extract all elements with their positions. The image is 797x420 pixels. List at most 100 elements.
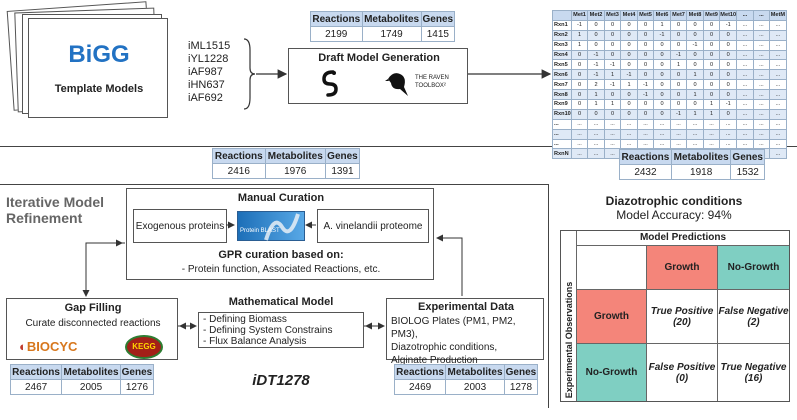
math-item: - Defining System Constrains: [203, 325, 333, 336]
true-positive-cell: True Positive (20): [647, 290, 718, 344]
exogenous-proteins-label: Exogenous proteins: [135, 220, 225, 232]
stoich-coefficient: ...: [769, 39, 787, 51]
reaction-label: Rxn7: [552, 79, 572, 91]
stoich-coefficient: 0: [636, 39, 655, 51]
raven-logo-icon: [385, 73, 408, 96]
math-model-title: Mathematical Model: [228, 296, 334, 308]
stoich-coefficient: 0: [719, 69, 738, 81]
stoich-coefficient: ...: [752, 118, 771, 130]
stoich-coefficient: 0: [653, 49, 671, 61]
stoich-coefficient: 0: [603, 19, 622, 31]
stoich-coefficient: -1: [653, 29, 671, 41]
genes-value: 1532: [730, 164, 765, 180]
stoich-coefficient: ...: [736, 79, 754, 91]
stoich-coefficient: 1: [686, 108, 704, 120]
stoich-coefficient: ...: [769, 79, 787, 91]
stoich-coefficient: 0: [702, 69, 721, 81]
stoich-coefficient: -1: [686, 39, 704, 51]
stoich-coefficient: 0: [686, 49, 704, 61]
col-header: Reactions: [9, 364, 63, 380]
stoich-coefficient: 0: [636, 49, 655, 61]
stoich-coefficient: 0: [653, 39, 671, 51]
stoich-coefficient: ...: [736, 39, 754, 51]
bigg-template-card: BiGG Template Models: [28, 18, 168, 118]
stoich-coefficient: ...: [719, 138, 738, 150]
false-negative-count: (2): [747, 316, 760, 328]
metabolite-header: ...: [736, 10, 754, 21]
stoich-coefficient: 0: [702, 19, 721, 31]
stoich-coefficient: 0: [587, 39, 605, 51]
stoich-coefficient: ...: [587, 148, 605, 160]
metabolite-header: Met7: [669, 10, 688, 21]
final-model-name: iDT1278: [252, 372, 310, 389]
protein-helix-icon: [264, 213, 300, 241]
matrix-stats-table: Reactions Metabolites Genes 2432 1918 15…: [619, 149, 765, 180]
reaction-label: RxnN: [552, 148, 572, 160]
gpr-curation-detail: - Protein function, Associated Reactions…: [181, 264, 381, 275]
metabolites-value: 1976: [264, 163, 326, 179]
stoich-coefficient: ...: [620, 138, 638, 150]
metabolite-header: Met10: [719, 10, 738, 21]
stoich-coefficient: 0: [702, 29, 721, 41]
stoich-coefficient: ...: [653, 118, 671, 130]
stoich-coefficient: 0: [603, 108, 622, 120]
protein-blast-image: Protein BLAST: [237, 211, 305, 241]
stoich-coefficient: 0: [686, 29, 704, 41]
col-header: Genes: [119, 364, 155, 380]
stoich-coefficient: 0: [702, 89, 721, 101]
top-flow-arrows: [256, 69, 552, 79]
stoich-coefficient: ...: [587, 118, 605, 130]
reaction-label: Rxn4: [552, 49, 572, 61]
stoich-coefficient: 0: [636, 19, 655, 31]
col-header: Reactions: [619, 149, 672, 165]
gap-filling-title: Gap Filling: [64, 302, 122, 314]
stoich-coefficient: 0: [669, 69, 688, 81]
stoich-coefficient: 0: [719, 89, 738, 101]
col-header: Metabolites: [670, 149, 732, 165]
stoich-coefficient: ...: [603, 138, 622, 150]
stoich-coefficient: -1: [719, 99, 738, 110]
stoich-coefficient: ...: [769, 108, 787, 120]
stoich-coefficient: ...: [669, 138, 688, 150]
curation-stats-table: Reactions Metabolites Genes 2416 1976 13…: [212, 148, 361, 179]
stoich-coefficient: 1: [587, 99, 605, 110]
stoich-coefficient: 0: [620, 108, 638, 120]
reactions-value: 2469: [393, 379, 447, 395]
stoich-coefficient: 0: [669, 19, 688, 31]
reaction-label: Rxn6: [552, 69, 572, 81]
stoich-coefficient: 0: [669, 89, 688, 101]
stoich-coefficient: -1: [620, 69, 638, 81]
confusion-matrix: Experimental Observations Model Predicti…: [560, 230, 790, 402]
reaction-label: ...: [552, 138, 572, 150]
stoich-coefficient: ...: [736, 19, 754, 31]
stoich-coefficient: 0: [620, 39, 638, 51]
genes-value: 1415: [420, 26, 456, 42]
stoich-coefficient: -1: [587, 49, 605, 61]
stoich-coefficient: ...: [736, 59, 754, 71]
draft-stats-table: Reactions Metabolites Genes 2199 1749 14…: [310, 11, 456, 42]
reaction-label: Rxn8: [552, 89, 572, 101]
reaction-label: Rxn10: [552, 108, 572, 120]
stoich-coefficient: ...: [752, 79, 771, 91]
stoich-coefficient: 1: [587, 89, 605, 101]
matrix-corner-cell: [552, 10, 572, 21]
stoich-coefficient: 1: [570, 39, 589, 51]
stoich-coefficient: ...: [587, 128, 605, 140]
template-model-list: iML1515 iYL1228 iAF987 iHN637 iAF692: [188, 40, 230, 105]
biocyc-swirl-icon: ◐: [19, 339, 27, 354]
model-name: iAF692: [188, 92, 223, 104]
stoich-coefficient: ...: [702, 128, 721, 140]
stoich-coefficient: 0: [719, 39, 738, 51]
stoich-coefficient: 0: [719, 29, 738, 41]
experimental-data-list: BIOLOG Plates (PM1, PM2, PM3), Diazotrop…: [391, 315, 543, 367]
false-negative-label: False Negative: [718, 305, 789, 317]
stoich-coefficient: ...: [736, 108, 754, 120]
stoich-coefficient: 0: [719, 108, 738, 120]
observed-nogrowth-label: No-Growth: [585, 367, 638, 378]
stoich-coefficient: 0: [587, 29, 605, 41]
math-model-box: - Defining Biomass - Defining System Con…: [198, 312, 364, 348]
math-item: - Defining Biomass: [203, 314, 287, 325]
